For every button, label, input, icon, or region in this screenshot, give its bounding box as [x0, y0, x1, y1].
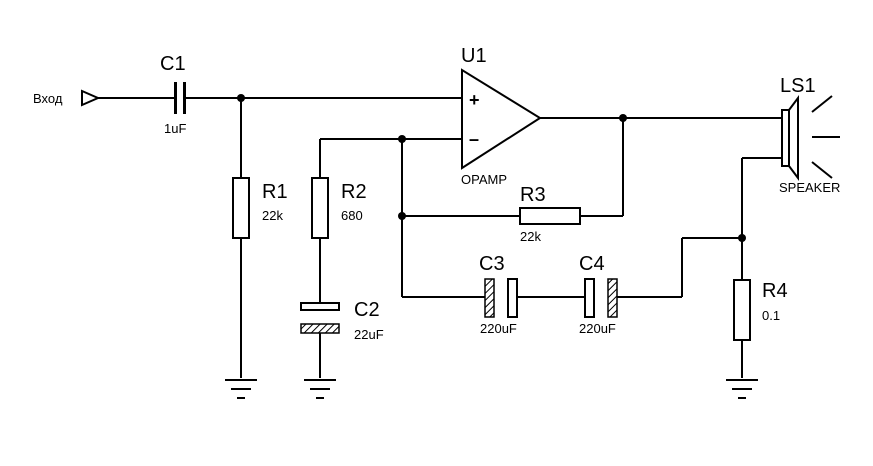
junction-dot — [398, 135, 406, 143]
opamp-plus-sign: + — [469, 90, 480, 110]
resistor-r1 — [232, 177, 250, 239]
resistor-r2 — [311, 177, 329, 239]
r3-ref: R3 — [520, 184, 546, 206]
wires — [98, 97, 782, 378]
resistor-r4 — [733, 279, 751, 341]
c3-ref: C3 — [479, 253, 505, 275]
r2-value: 680 — [341, 208, 363, 223]
opamp-u1 — [461, 68, 542, 170]
ground-symbol — [304, 379, 336, 399]
sound-wave-line — [811, 161, 833, 179]
input-port — [81, 89, 101, 107]
ground-symbol — [225, 379, 257, 399]
r1-value: 22k — [262, 208, 283, 223]
capacitor-c2 — [300, 302, 340, 334]
c1-ref: C1 — [160, 53, 186, 75]
junction-dot — [237, 94, 245, 102]
junction-dot — [398, 212, 406, 220]
u1-ref: U1 — [461, 45, 487, 67]
input-label: Вход — [33, 91, 63, 106]
r1-ref: R1 — [262, 181, 288, 203]
ls1-value: SPEAKER — [779, 180, 840, 195]
c2-value: 22uF — [354, 327, 384, 342]
junction-dot — [738, 234, 746, 242]
ground-symbol — [726, 379, 758, 399]
capacitor-c4 — [584, 278, 618, 318]
u1-value: OPAMP — [461, 172, 507, 187]
r4-value: 0.1 — [762, 308, 780, 323]
c2-ref: C2 — [354, 299, 380, 321]
c4-ref: C4 — [579, 253, 605, 275]
ls1-ref: LS1 — [780, 75, 816, 97]
r3-value: 22k — [520, 229, 541, 244]
sound-wave-line — [811, 95, 833, 113]
c4-value: 220uF — [579, 321, 616, 336]
resistor-r3 — [519, 207, 581, 225]
opamp-minus-sign: – — [469, 129, 479, 149]
junction-dot — [619, 114, 627, 122]
capacitor-c3 — [484, 278, 518, 318]
speaker-ls1 — [781, 95, 840, 181]
c3-value: 220uF — [480, 321, 517, 336]
c1-value: 1uF — [164, 121, 186, 136]
r2-ref: R2 — [341, 181, 367, 203]
r4-ref: R4 — [762, 280, 788, 302]
capacitor-c1 — [174, 82, 186, 114]
